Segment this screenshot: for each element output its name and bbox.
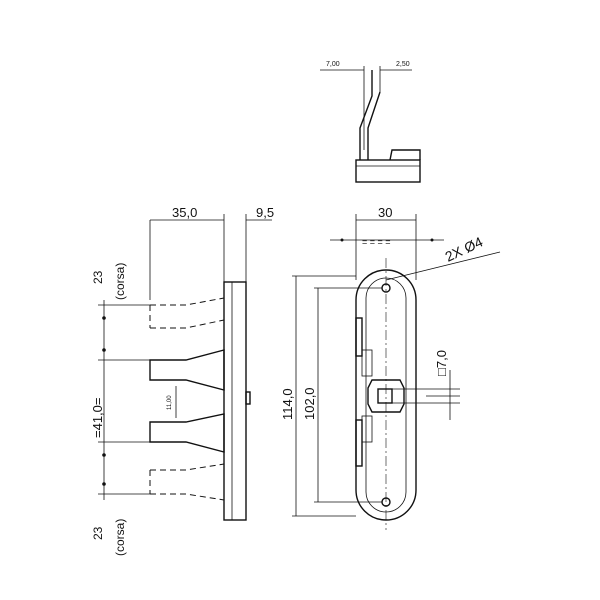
dim-width: 30	[378, 205, 392, 220]
side-view: 35,0 9,5 11,00 23 (corsa) =41,0= 23 (cor…	[90, 205, 274, 556]
spindle-boss	[367, 379, 405, 413]
dim-square: □7,0	[434, 350, 449, 376]
front-view: 30 = = = = 2X Ø4 114,0 102,0	[280, 205, 501, 530]
dim-stroke-top-note: (corsa)	[113, 263, 127, 300]
dim-stroke-bottom: 23	[91, 526, 105, 540]
square-hole	[377, 388, 393, 404]
mounting-plate	[223, 281, 247, 521]
dim-hole-spacing: 102,0	[302, 387, 317, 420]
dim-top-right: 2,50	[396, 61, 410, 68]
handle-upper	[149, 349, 225, 391]
svg-text:= = = =: = = = =	[362, 237, 391, 247]
dim-small: 11,00	[167, 395, 173, 410]
dim-plate: 9,5	[256, 205, 274, 220]
dim-depth: 35,0	[172, 205, 197, 220]
dim-spacing: =41,0=	[90, 398, 105, 439]
dim-holes: 2X Ø4	[443, 233, 486, 264]
dim-top-left: 7,00	[326, 61, 340, 68]
dim-overall-height: 114,0	[280, 388, 295, 420]
dim-stroke-top: 23	[91, 270, 105, 284]
handle-lower	[149, 413, 225, 453]
top-view: 7,00 2,50	[320, 61, 421, 183]
dim-stroke-bottom-note: (corsa)	[113, 519, 127, 556]
